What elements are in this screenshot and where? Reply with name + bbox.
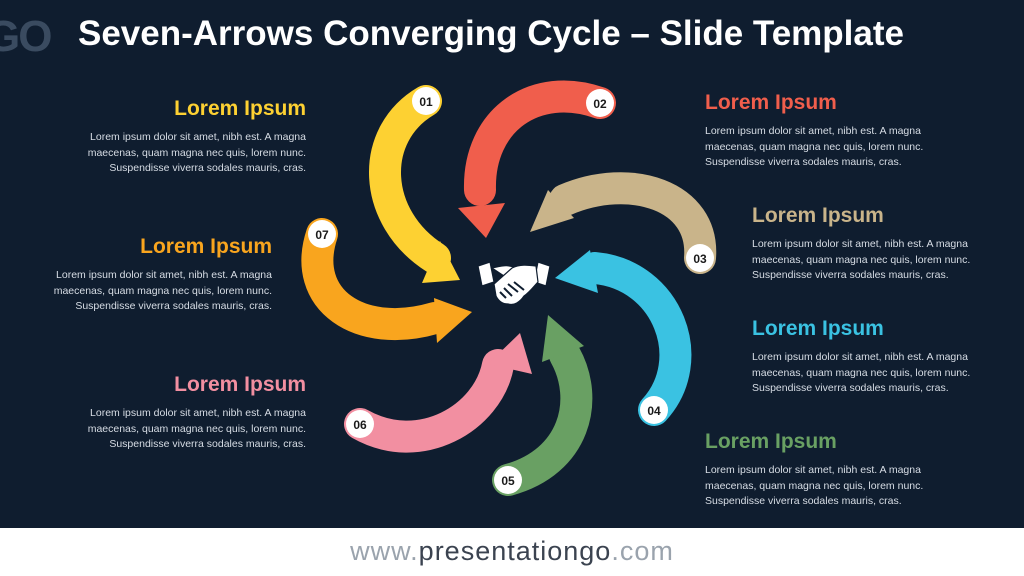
arrow-01-head <box>422 241 460 283</box>
step-04-text: Lorem ipsum dolor sit amet, nibh est. A … <box>752 351 971 394</box>
step-07-text: Lorem ipsum dolor sit amet, nibh est. A … <box>53 269 272 312</box>
arrow-07: 07 <box>301 218 472 343</box>
step-07-badge-circle <box>308 220 336 248</box>
arrow-04: 04 <box>555 250 692 426</box>
step-05-text: Lorem ipsum dolor sit amet, nibh est. A … <box>705 464 924 507</box>
arrow-03: 03 <box>530 172 717 274</box>
step-02-block: Lorem Ipsum Lorem ipsum dolor sit amet, … <box>705 91 957 171</box>
step-02-title: Lorem Ipsum <box>705 91 837 114</box>
arrow-05: 05 <box>492 315 593 496</box>
step-02-badge-circle <box>586 89 614 117</box>
footer-brand: presentationgo <box>418 536 612 566</box>
step-03-text: Lorem ipsum dolor sit amet, nibh est. A … <box>752 238 971 281</box>
arrow-06: 06 <box>344 333 532 453</box>
step-06-title: Lorem Ipsum <box>174 373 306 396</box>
step-06-badge-circle <box>346 410 374 438</box>
arrow-03-head <box>530 190 574 232</box>
step-04-number: 04 <box>647 404 661 418</box>
step-05-block: Lorem Ipsum Lorem ipsum dolor sit amet, … <box>705 430 957 510</box>
footer-post: .com <box>611 536 674 566</box>
arrow-05-head <box>542 315 584 362</box>
arrow-07-head <box>434 298 472 343</box>
step-07-block: Lorem Ipsum Lorem ipsum dolor sit amet, … <box>22 235 272 315</box>
step-06-text: Lorem ipsum dolor sit amet, nibh est. A … <box>87 407 306 450</box>
arrow-06-head <box>488 333 532 374</box>
arrow-04-body <box>579 252 692 426</box>
step-03-title: Lorem Ipsum <box>752 204 884 227</box>
handshake-icon <box>477 261 551 306</box>
converging-arrows-diagram: 01 02 03 04 05 <box>301 80 717 496</box>
step-07-title: Lorem Ipsum <box>140 235 272 258</box>
arrow-02-body <box>464 80 616 206</box>
logo-fragment: GO <box>0 12 52 61</box>
step-01-block: Lorem Ipsum Lorem ipsum dolor sit amet, … <box>56 97 306 177</box>
step-05-badge-circle <box>494 466 522 494</box>
step-04-title: Lorem Ipsum <box>752 317 884 340</box>
step-01-text: Lorem ipsum dolor sit amet, nibh est. A … <box>87 131 306 174</box>
arrow-05-body <box>492 339 593 496</box>
arrow-02: 02 <box>458 80 616 238</box>
step-06-block: Lorem Ipsum Lorem ipsum dolor sit amet, … <box>56 373 306 453</box>
arrow-01: 01 <box>369 85 460 283</box>
arrow-01-body <box>369 85 451 274</box>
step-01-badge-circle <box>412 87 440 115</box>
footer-pre: www. <box>350 536 419 566</box>
arrow-02-head <box>458 203 505 238</box>
arrow-07-body <box>301 218 451 341</box>
footer-url[interactable]: www.presentationgo.com <box>0 528 1024 576</box>
step-01-title: Lorem Ipsum <box>174 97 306 120</box>
step-02-number: 02 <box>593 97 607 111</box>
step-02-text: Lorem ipsum dolor sit amet, nibh est. A … <box>705 125 924 168</box>
step-05-number: 05 <box>501 474 515 488</box>
step-06-number: 06 <box>353 418 367 432</box>
arrow-04-head <box>555 250 598 293</box>
step-03-number: 03 <box>693 252 707 266</box>
slide: GO Seven-Arrows Converging Cycle – Slide… <box>0 0 1024 528</box>
step-03-block: Lorem Ipsum Lorem ipsum dolor sit amet, … <box>752 204 1004 284</box>
step-04-badge-circle <box>640 396 668 424</box>
arrow-06-body <box>344 349 514 453</box>
step-03-badge-circle <box>686 244 714 272</box>
step-05-title: Lorem Ipsum <box>705 430 837 453</box>
arrow-03-body <box>549 172 717 274</box>
step-04-block: Lorem Ipsum Lorem ipsum dolor sit amet, … <box>752 317 1004 397</box>
step-01-number: 01 <box>419 95 433 109</box>
step-07-number: 07 <box>315 228 329 242</box>
slide-title: Seven-Arrows Converging Cycle – Slide Te… <box>78 14 904 53</box>
